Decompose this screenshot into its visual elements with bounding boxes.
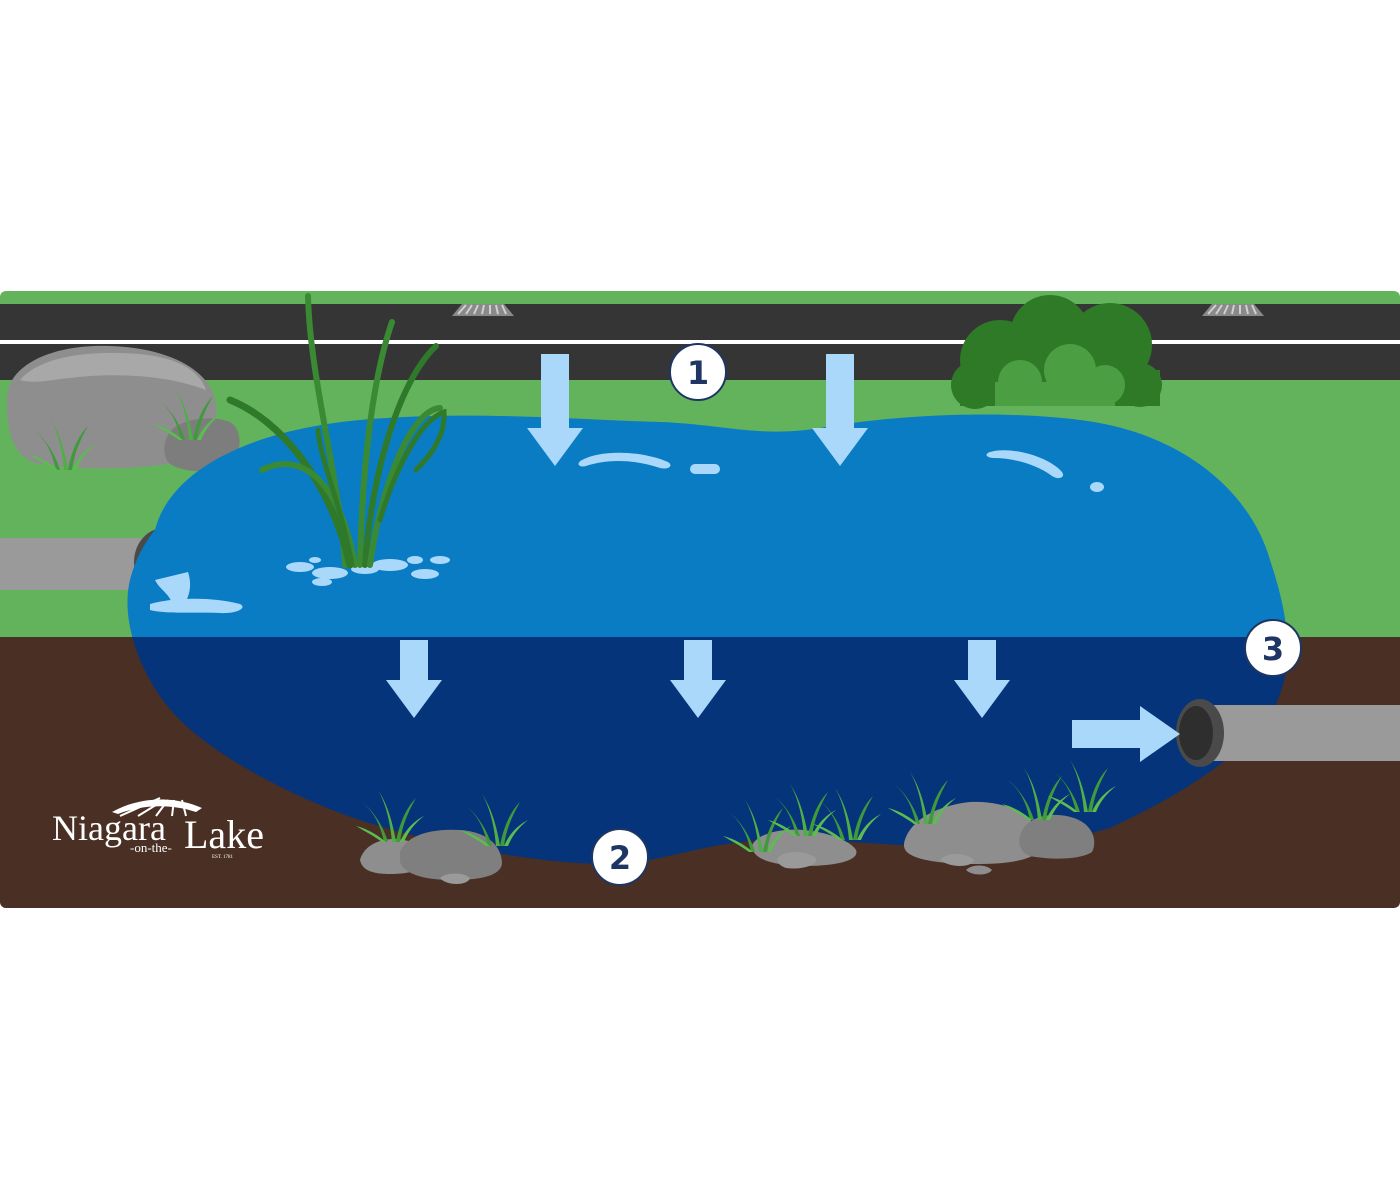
marker-3-label: 3: [1262, 630, 1284, 668]
logo-text-right: Lake: [184, 812, 264, 857]
down-arrow-icon: [670, 640, 726, 718]
marker-1: 1: [669, 343, 727, 401]
outlet-pipe-icon: [1176, 699, 1400, 767]
marker-3: 3: [1244, 619, 1302, 677]
marker-2-label: 2: [609, 839, 631, 877]
water-highlights: [578, 450, 1104, 492]
logo-established: EST. 1781: [212, 855, 234, 860]
rock-icon: [723, 784, 881, 869]
pond: [127, 414, 1288, 865]
rock-icon: [356, 790, 528, 884]
down-arrow-icon: [386, 640, 442, 718]
cattail-plant-icon: [226, 293, 447, 569]
logo-text-left: Niagara: [52, 808, 166, 848]
marker-2: 2: [591, 828, 649, 886]
right-arrow-icon: [1072, 706, 1180, 762]
down-arrow-icon: [954, 640, 1010, 718]
inlet-outflow: [150, 572, 243, 614]
niagara-on-the-lake-logo: Niagara Lake -on-the- EST. 1781: [52, 797, 264, 860]
logo-subtext: -on-the-: [130, 840, 172, 855]
down-arrow-icon: [527, 354, 583, 466]
water-ripples: [286, 556, 450, 586]
storm-drain-icon: [452, 304, 514, 316]
down-arrow-icon: [812, 354, 868, 466]
storm-drain-icon: [1202, 304, 1264, 316]
rock-icon: [888, 760, 1116, 875]
marker-1-label: 1: [687, 354, 709, 392]
shrub-icon: [951, 295, 1162, 409]
